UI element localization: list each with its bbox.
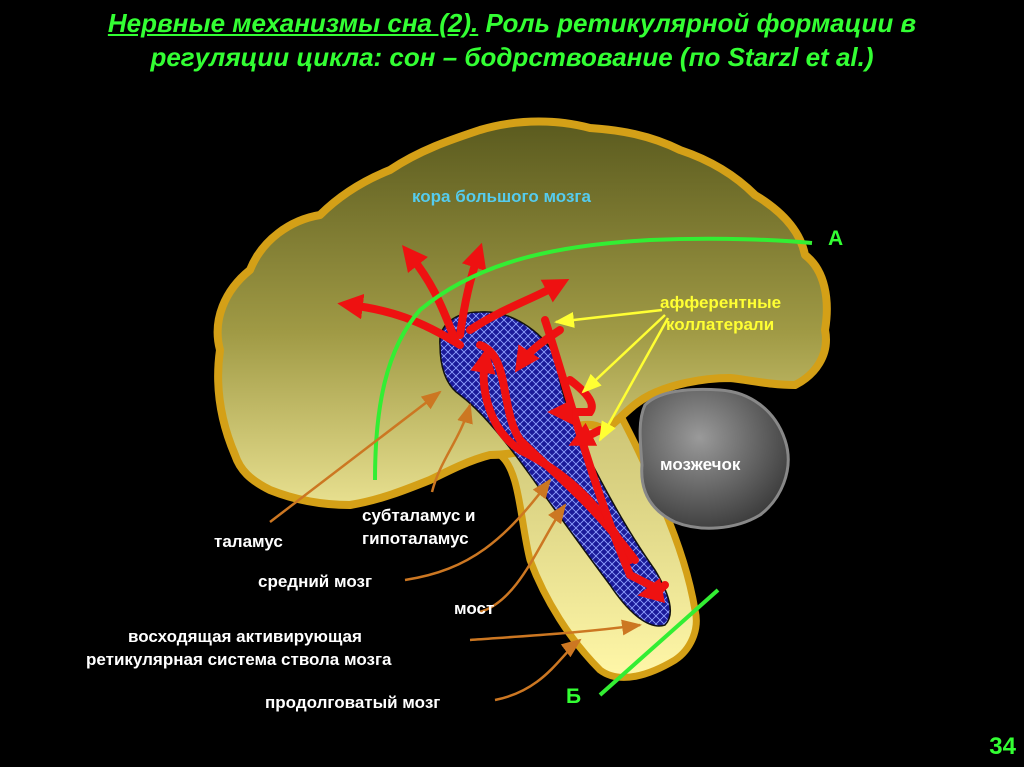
label-pons: мост bbox=[454, 599, 495, 618]
label-afferent-2: коллатерали bbox=[666, 315, 775, 334]
pointer-lines bbox=[269, 390, 642, 702]
title-line2: регуляции цикла: сон – бодрствование (по… bbox=[150, 42, 874, 72]
label-mark-b: Б bbox=[566, 685, 582, 708]
cerebellum bbox=[638, 387, 790, 530]
label-mark-a: А bbox=[828, 227, 844, 250]
title-part2: Роль ретикулярной формации в bbox=[478, 8, 917, 38]
label-cerebellum: мозжечок bbox=[660, 455, 741, 474]
label-subthalamus-2: гипоталамус bbox=[362, 529, 469, 548]
label-cortex: кора большого мозга bbox=[412, 187, 591, 206]
collateral-lines bbox=[554, 308, 670, 442]
green-line-b bbox=[598, 588, 720, 697]
page-title: Нервные механизмы сна (2). Роль ретикуля… bbox=[0, 6, 1024, 74]
label-aras-1: восходящая активирующая bbox=[128, 627, 362, 646]
green-line-a bbox=[373, 236, 813, 481]
label-medulla: продолговатый мозг bbox=[265, 693, 441, 712]
page-number: 34 bbox=[989, 733, 1016, 760]
cerebrum bbox=[213, 117, 831, 509]
label-aras-2: ретикулярная система ствола мозга bbox=[86, 650, 392, 669]
label-midbrain: средний мозг bbox=[258, 572, 373, 591]
label-thalamus: таламус bbox=[214, 532, 283, 551]
label-afferent-1: афферентные bbox=[660, 293, 782, 312]
title-part1: Нервные механизмы сна (2). bbox=[107, 8, 479, 38]
ascending-arrows bbox=[337, 242, 669, 604]
label-subthalamus-1: субталамус и bbox=[362, 506, 476, 525]
